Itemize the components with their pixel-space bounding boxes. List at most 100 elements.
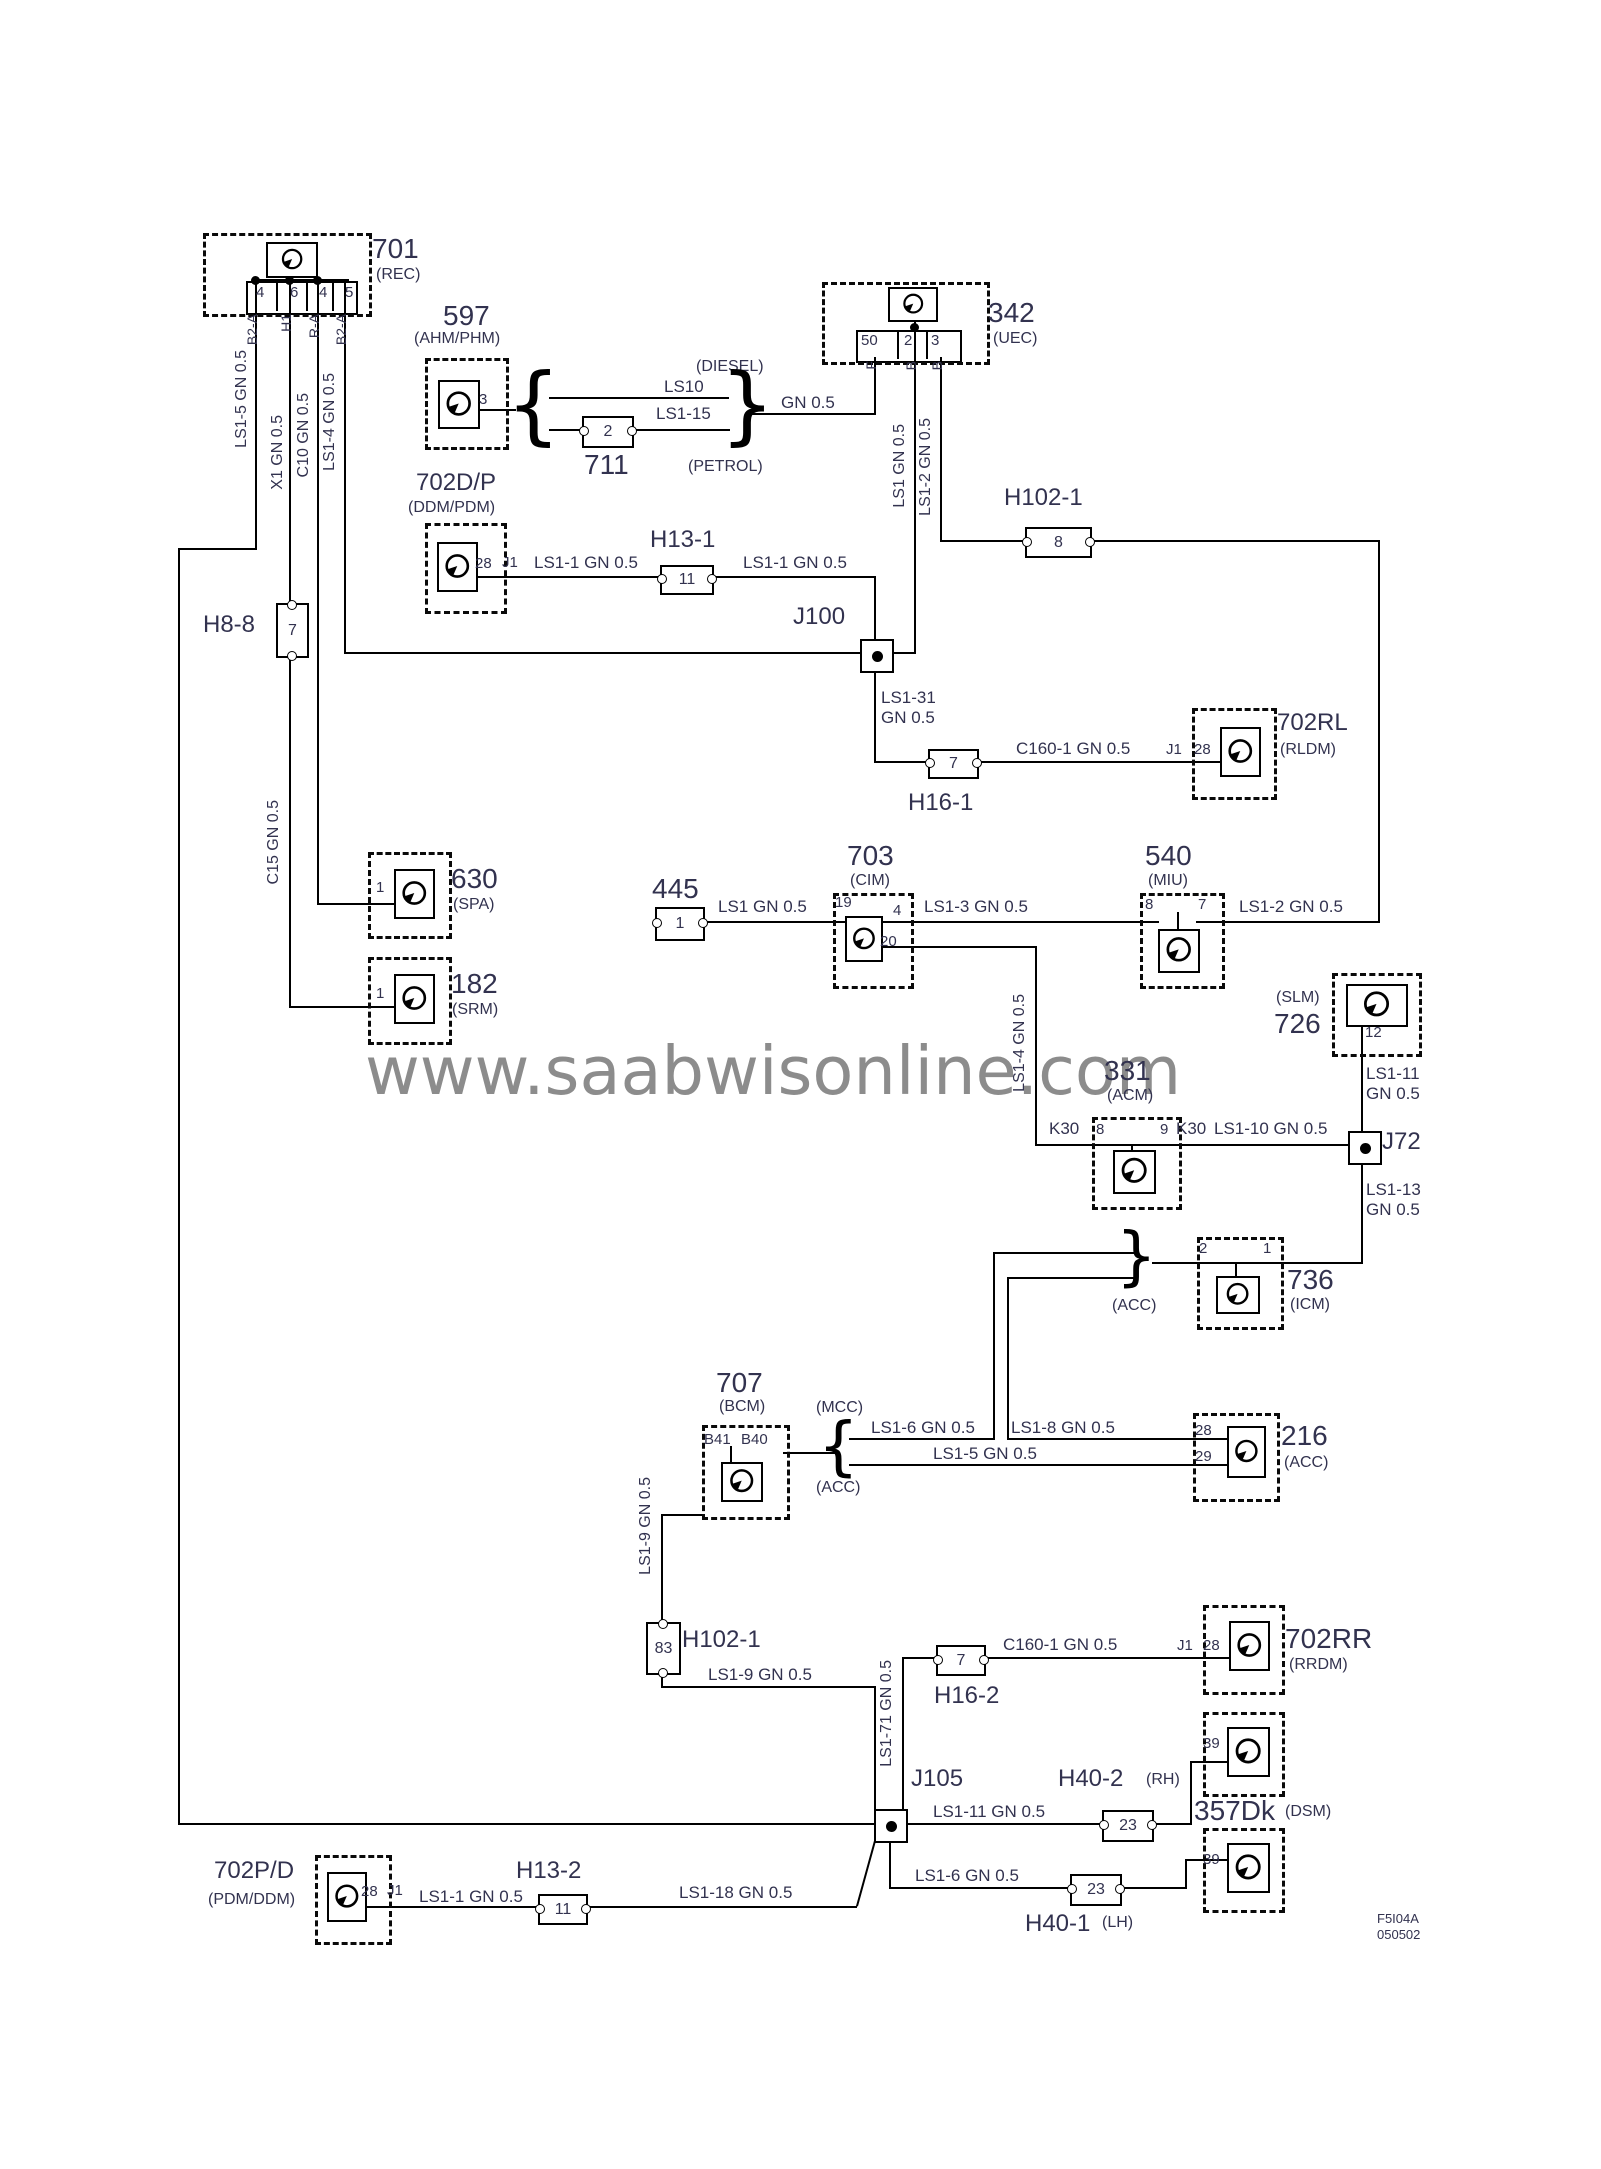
702pd-pin: 28 (361, 1883, 378, 1900)
connector-icon (1227, 1843, 1270, 1893)
junction-dot (1359, 1142, 1371, 1154)
331-pin-9: 9 (1160, 1121, 1169, 1138)
k30-right-label: K30 (1176, 1119, 1207, 1138)
wire-segment (902, 1658, 905, 1810)
701-tag-h1: H1 (278, 314, 294, 332)
h102-1-bottom-connector: 83 (646, 1619, 681, 1678)
watermark-text: www.saabwisonline.com (365, 1032, 1182, 1110)
port-circle (627, 426, 637, 436)
630-code: 630 (451, 863, 498, 894)
wire-segment (1190, 1761, 1193, 1825)
component-701-box (203, 233, 372, 317)
216-pin-29: 29 (1195, 1448, 1212, 1465)
component-331-box (1092, 1117, 1182, 1210)
703-pin-19: 19 (835, 894, 852, 911)
711-connector-pin: 2 (603, 423, 613, 440)
c160-1b-label: C160-1 GN 0.5 (1003, 1635, 1118, 1654)
wire-segment (874, 576, 877, 640)
wire-segment (1152, 1262, 1363, 1265)
connector-icon (888, 287, 938, 322)
702rl-code: 702RL (1277, 709, 1348, 736)
connector-icon (266, 242, 318, 278)
wire-segment (178, 548, 257, 551)
ls1-11b-label: LS1-11 GN 0.5 (933, 1802, 1046, 1821)
port-circle (1099, 1820, 1109, 1830)
port-circle (925, 758, 935, 768)
ls1-4b-wire-label: LS1-4 GN 0.5 (1011, 994, 1028, 1092)
wire-segment (849, 1438, 995, 1441)
445-code: 445 (652, 873, 699, 904)
port-circle (652, 918, 662, 928)
port-circle (979, 1654, 989, 1665)
702dp-pin: 28 (475, 555, 492, 572)
port-circle (1115, 1884, 1125, 1894)
h40-2-connector-pin: 23 (1119, 1817, 1137, 1834)
brace-mcc-acc: { (818, 1410, 859, 1484)
wire-segment (1088, 540, 1380, 543)
wire-segment (289, 654, 292, 1008)
port-circle (972, 758, 982, 768)
h8-8-label: H8-8 (203, 611, 256, 638)
wire-segment (752, 413, 876, 416)
wire-segment (476, 409, 516, 412)
port-circle (657, 1619, 668, 1629)
wire-segment (583, 1906, 857, 1909)
182-pin: 1 (376, 985, 385, 1002)
doc-date: 050502 (1377, 1927, 1421, 1942)
wire-segment (344, 652, 862, 655)
j72-label: J72 (1382, 1128, 1421, 1155)
726-sub: (SLM) (1276, 989, 1320, 1006)
junction-dot (871, 650, 883, 662)
connector-icon (1216, 1276, 1260, 1314)
wire-segment (889, 1887, 1072, 1890)
ls1-10-label: LS1-10 GN 0.5 (1214, 1119, 1328, 1138)
wire-segment (661, 1671, 664, 1688)
707-code: 707 (716, 1367, 763, 1398)
h8-8-connector: 7 (276, 600, 309, 661)
ls1-5-wire-label: LS1-5 GN 0.5 (233, 350, 250, 448)
component-216-box (1193, 1413, 1280, 1502)
216-pin-28: 28 (1195, 1422, 1212, 1439)
wire-segment (1235, 1262, 1238, 1278)
port-circle (707, 574, 717, 584)
wire-segment (1007, 1277, 1137, 1280)
707-pin-b40: B40 (741, 1431, 768, 1448)
357-upper-pin: 39 (1203, 1735, 1220, 1752)
h13-1-connector: 11 (657, 565, 717, 595)
wire-segment (255, 279, 258, 550)
port-circle (698, 918, 708, 928)
wire-segment (993, 1252, 996, 1440)
342-sub: (UEC) (993, 330, 1038, 347)
331-code: 331 (1104, 1055, 1151, 1086)
630-sub: (SPA) (453, 896, 495, 913)
701-code: 701 (372, 233, 419, 264)
wire-segment (902, 1657, 938, 1660)
wire-segment (255, 279, 349, 282)
wire-segment (661, 1515, 664, 1624)
wire-segment (1190, 1761, 1231, 1764)
707-sub: (BCM) (719, 1398, 766, 1415)
ls1-71-wire-label: LS1-71 GN 0.5 (878, 1660, 895, 1767)
wire-segment (1185, 1859, 1188, 1889)
357-lower-pin: 39 (1203, 1851, 1220, 1868)
702rr-pin: 28 (1203, 1637, 1220, 1654)
wire-segment (914, 316, 917, 359)
wire-segment (1361, 1161, 1364, 1264)
h40-1-label: H40-1 (1025, 1910, 1091, 1937)
connector-icon (721, 1462, 763, 1502)
h13-1-label: H13-1 (650, 526, 716, 553)
component-702pd-box (315, 1855, 392, 1945)
wire-segment (363, 1906, 539, 1909)
component-736-box (1197, 1237, 1284, 1330)
wire-segment (993, 1252, 1137, 1255)
wire-segment (940, 357, 943, 542)
component-702dp-box (425, 523, 507, 614)
wire-segment (289, 1006, 397, 1009)
component-342-box (822, 282, 990, 365)
c160-1a-label: C160-1 GN 0.5 (1016, 739, 1131, 758)
gn-label: GN 0.5 (781, 393, 835, 412)
x1-wire-label: X1 GN 0.5 (269, 415, 286, 490)
wire-segment (1117, 1887, 1187, 1890)
k30-left-label: K30 (1049, 1119, 1080, 1138)
h102-1-top-connector: 8 (1022, 527, 1095, 558)
